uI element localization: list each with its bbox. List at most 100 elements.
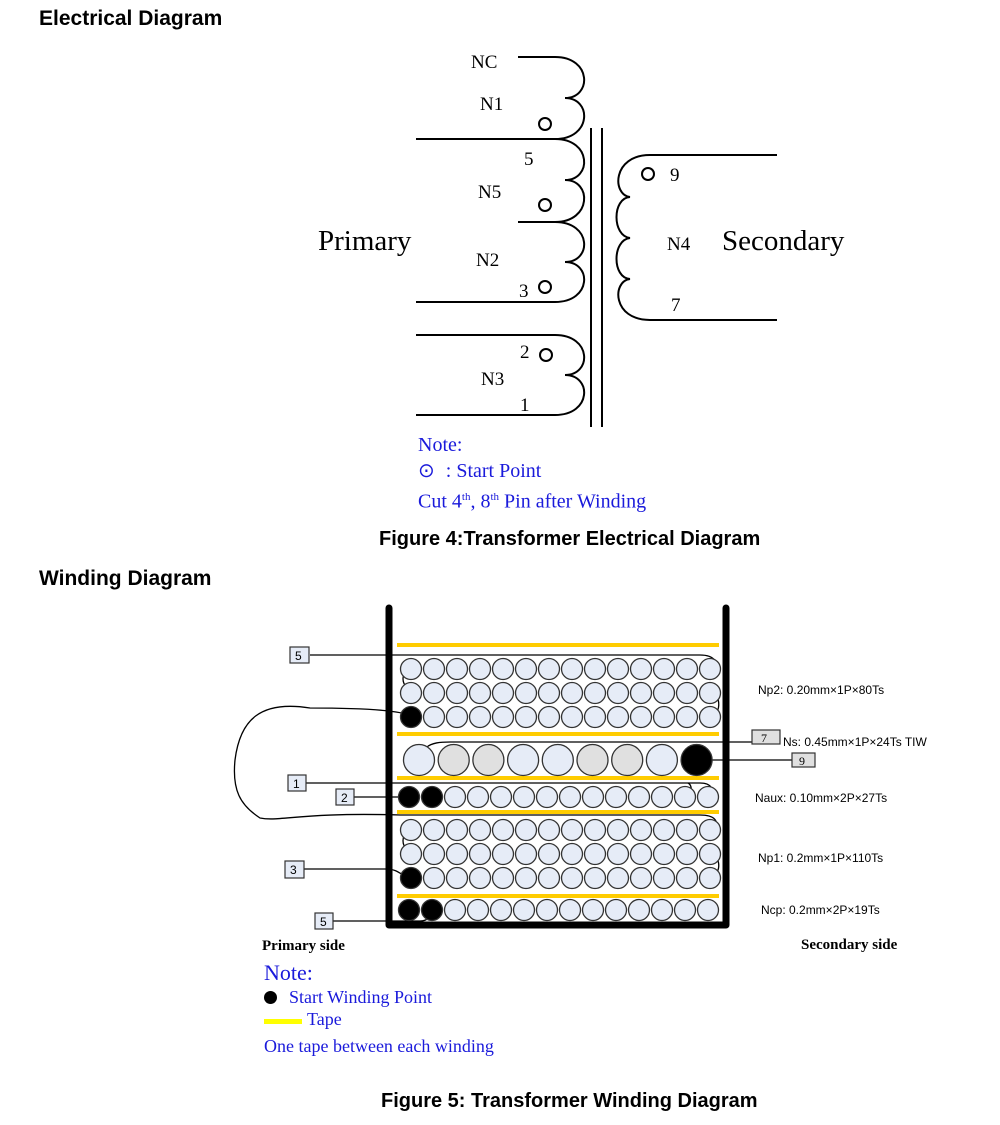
np2-wire bbox=[606, 681, 630, 705]
pin-box-9: 9 bbox=[791, 752, 816, 768]
np1-wire bbox=[675, 842, 699, 866]
ncp-wire bbox=[558, 898, 582, 922]
pin-box-3: 3 bbox=[284, 860, 305, 879]
np2-wire bbox=[445, 657, 469, 681]
primary-coil-n3 bbox=[416, 334, 586, 416]
ncp-wire bbox=[535, 898, 559, 922]
np1-wire bbox=[675, 818, 699, 842]
np1-wire bbox=[560, 842, 584, 866]
tape-layer bbox=[397, 732, 719, 736]
lead-np2-start-loop bbox=[233, 705, 718, 829]
np1-wire bbox=[468, 818, 492, 842]
tape-swatch-icon bbox=[264, 1019, 302, 1024]
np1-wire bbox=[514, 866, 538, 890]
pin-label-7: 7 bbox=[671, 295, 681, 316]
layer-spec-np1: Np1: 0.2mm×1P×110Ts bbox=[758, 851, 883, 865]
np1-wire bbox=[399, 842, 423, 866]
ns-wire bbox=[506, 743, 540, 777]
electrical-note-title: Note: bbox=[418, 434, 463, 456]
start-point-text: : Start Point bbox=[445, 460, 542, 482]
np2-wire bbox=[537, 657, 561, 681]
np2-wire bbox=[422, 657, 446, 681]
ns-wire bbox=[437, 743, 470, 777]
np2-wire bbox=[675, 705, 699, 729]
pin-box-9-label: 9 bbox=[799, 754, 805, 768]
np1-wire bbox=[606, 818, 630, 842]
np1-wire bbox=[606, 866, 630, 890]
ncp-start-wire bbox=[397, 898, 421, 922]
naux-wire bbox=[581, 785, 605, 809]
primary-coil-n5 bbox=[518, 138, 586, 223]
pin-box-2: 2 bbox=[335, 788, 355, 806]
np2-wire bbox=[629, 657, 653, 681]
np1-wire bbox=[491, 866, 515, 890]
np2-wire bbox=[468, 681, 492, 705]
tape-layer bbox=[397, 810, 719, 814]
ncp-wire bbox=[512, 898, 536, 922]
pin-box-5-bottom: 5 bbox=[314, 912, 334, 930]
naux-wire bbox=[673, 785, 697, 809]
start-winding-dot-icon bbox=[264, 991, 277, 1004]
electrical-note-start-point: ⊙ : Start Point bbox=[418, 458, 646, 484]
cut-mid: , 8 bbox=[470, 490, 491, 513]
pin-box-5-top-label: 5 bbox=[295, 649, 302, 663]
naux-wire bbox=[466, 785, 490, 809]
np1-wire bbox=[583, 818, 607, 842]
pin-label-5: 5 bbox=[524, 149, 534, 170]
np1-wire bbox=[698, 866, 722, 890]
pin-box-7-label: 7 bbox=[761, 731, 767, 745]
ncp-start-wire bbox=[420, 898, 444, 922]
np2-wire bbox=[399, 681, 423, 705]
winding-note-rule: One tape between each winding bbox=[264, 1036, 494, 1056]
pin-box-1: 1 bbox=[287, 774, 307, 792]
np2-wire bbox=[560, 705, 584, 729]
label-n3: N3 bbox=[481, 369, 504, 390]
np1-wire bbox=[491, 842, 515, 866]
primary-side-label: Primary side bbox=[262, 938, 345, 954]
figure-4-caption: Figure 4:Transformer Electrical Diagram bbox=[379, 528, 761, 550]
np1-wire bbox=[560, 866, 584, 890]
np2-wire bbox=[675, 657, 699, 681]
np2-wire bbox=[514, 705, 538, 729]
winding-note-start: Start Winding Point bbox=[264, 985, 494, 1010]
np2-wire bbox=[675, 681, 699, 705]
np2-wire bbox=[422, 705, 446, 729]
naux-wire bbox=[558, 785, 582, 809]
pin-label-9: 9 bbox=[670, 165, 680, 186]
layer-spec-ncp: Ncp: 0.2mm×2P×19Ts bbox=[761, 903, 880, 917]
np2-wire bbox=[698, 657, 722, 681]
label-n2: N2 bbox=[476, 250, 499, 271]
np2-wire bbox=[514, 681, 538, 705]
np1-wire bbox=[698, 842, 722, 866]
ns-wire bbox=[645, 743, 679, 777]
np2-wire bbox=[583, 681, 607, 705]
electrical-note-cut-pins: Cut 4th, 8th Pin after Winding bbox=[418, 484, 646, 515]
np2-wire bbox=[537, 681, 561, 705]
ncp-wire bbox=[696, 898, 720, 922]
np2-wire bbox=[698, 705, 722, 729]
np1-wire bbox=[399, 818, 423, 842]
naux-start-wire bbox=[397, 785, 421, 809]
np1-wire bbox=[422, 842, 446, 866]
start-point-symbol-icon: ⊙ bbox=[418, 460, 435, 482]
naux-start-wire bbox=[420, 785, 444, 809]
pin-label-3: 3 bbox=[519, 281, 529, 302]
cut-suffix: Pin after Winding bbox=[499, 490, 647, 513]
layer-spec-ns: Ns: 0.45mm×1P×24Ts TIW bbox=[783, 735, 928, 749]
pin-box-3-label: 3 bbox=[290, 863, 297, 877]
secondary-label: Secondary bbox=[722, 225, 845, 257]
ncp-wire bbox=[627, 898, 651, 922]
np1-wire bbox=[445, 866, 469, 890]
label-nc: NC bbox=[471, 52, 497, 73]
tape-layer bbox=[397, 894, 719, 898]
np2-wire bbox=[629, 705, 653, 729]
np2-wire bbox=[537, 705, 561, 729]
np2-wire bbox=[606, 657, 630, 681]
ncp-wire bbox=[581, 898, 605, 922]
np1-wire bbox=[537, 866, 561, 890]
np2-wire bbox=[422, 681, 446, 705]
primary-label: Primary bbox=[318, 225, 412, 257]
np2-wire bbox=[514, 657, 538, 681]
np1-wire bbox=[675, 866, 699, 890]
start-point-n1 bbox=[538, 117, 552, 131]
